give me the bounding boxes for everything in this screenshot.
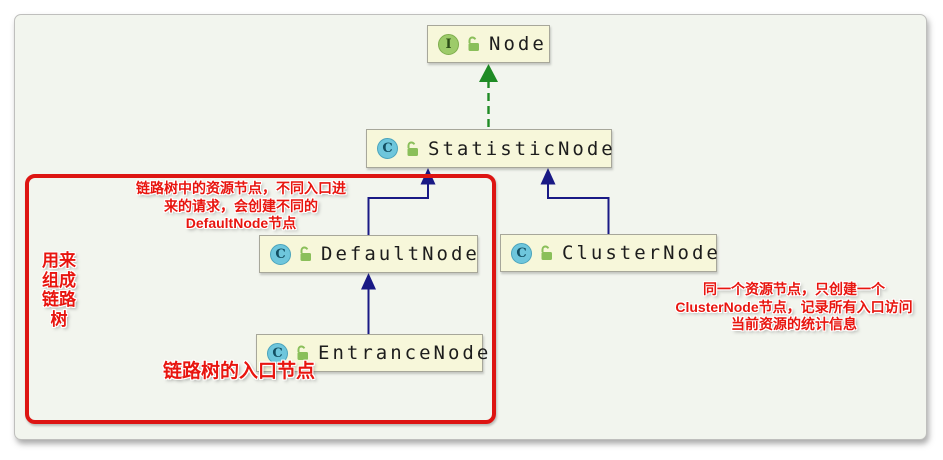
class-name-label: Node <box>489 33 547 55</box>
class-name-label: EntranceNode <box>318 342 492 364</box>
class-node-node[interactable]: I Node <box>427 25 550 63</box>
lock-icon <box>541 245 552 260</box>
class-node-clusternode[interactable]: C ClusterNode <box>500 234 718 272</box>
class-node-defaultnode[interactable]: C DefaultNode <box>259 235 478 273</box>
class-icon: C <box>511 242 532 264</box>
lock-icon <box>297 345 308 360</box>
lock-icon <box>300 246 311 261</box>
class-name-label: ClusterNode <box>562 242 721 264</box>
diagram-panel <box>14 14 927 440</box>
class-name-label: StatisticNode <box>428 137 616 160</box>
class-node-statisticnode[interactable]: C StatisticNode <box>366 129 613 168</box>
interface-icon: I <box>438 33 459 55</box>
class-name-label: DefaultNode <box>321 243 480 265</box>
class-icon: C <box>377 138 398 159</box>
class-icon: C <box>270 243 291 265</box>
class-icon: C <box>267 342 288 364</box>
lock-icon <box>407 141 418 156</box>
class-node-entrancenode[interactable]: C EntranceNode <box>256 334 488 372</box>
lock-icon <box>468 36 479 51</box>
